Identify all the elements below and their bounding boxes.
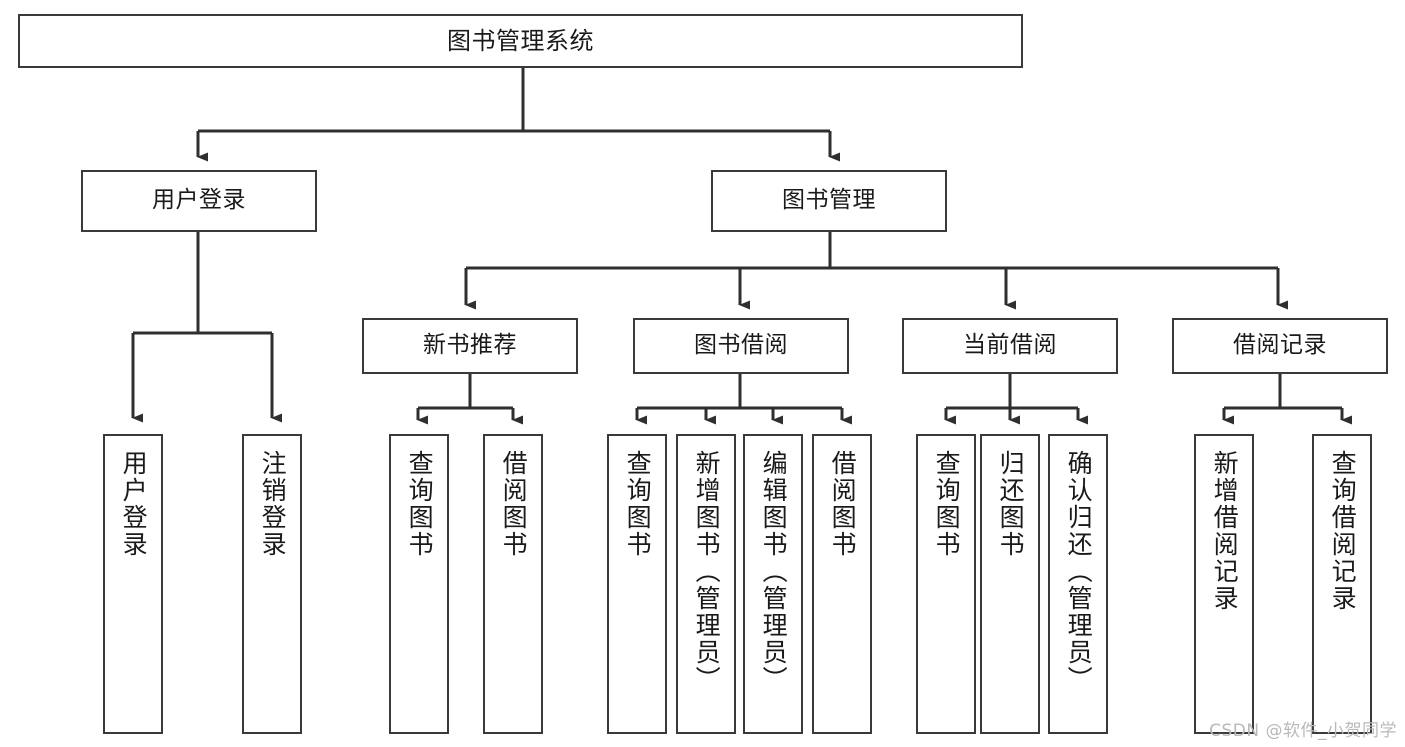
node-root[interactable]: 图书管理系统	[18, 14, 1023, 68]
leaf-query-book-1[interactable]: 查询图书	[389, 434, 449, 734]
leaf-query-book-2-label: 查询图书	[623, 450, 653, 558]
leaf-return-book[interactable]: 归还图书	[980, 434, 1040, 734]
leaf-query-record[interactable]: 查询借阅记录	[1312, 434, 1372, 734]
leaf-query-book-2[interactable]: 查询图书	[607, 434, 667, 734]
leaf-query-record-label: 查询借阅记录	[1328, 450, 1358, 612]
node-root-label: 图书管理系统	[447, 26, 594, 55]
leaf-borrow-book-2[interactable]: 借阅图书	[812, 434, 872, 734]
leaf-query-book-1-label: 查询图书	[405, 450, 435, 558]
leaf-add-record[interactable]: 新增借阅记录	[1194, 434, 1254, 734]
leaf-logout-login-label: 注销登录	[258, 450, 288, 558]
leaf-confirm-return-label: 确认归还（管理员）	[1064, 450, 1094, 693]
node-book-management[interactable]: 图书管理	[711, 170, 947, 232]
node-current-borrow-label: 当前借阅	[963, 332, 1057, 359]
node-user-login[interactable]: 用户登录	[81, 170, 317, 232]
leaf-edit-book[interactable]: 编辑图书（管理员）	[743, 434, 803, 734]
leaf-user-login[interactable]: 用户登录	[103, 434, 163, 734]
leaf-edit-book-label: 编辑图书（管理员）	[759, 450, 789, 693]
leaf-query-book-3[interactable]: 查询图书	[916, 434, 976, 734]
leaf-logout-login[interactable]: 注销登录	[242, 434, 302, 734]
node-borrow-record[interactable]: 借阅记录	[1172, 318, 1388, 374]
leaf-borrow-book-1[interactable]: 借阅图书	[483, 434, 543, 734]
leaf-borrow-book-1-label: 借阅图书	[499, 450, 529, 558]
node-user-login-label: 用户登录	[152, 187, 246, 214]
node-new-book-recommend[interactable]: 新书推荐	[362, 318, 578, 374]
leaf-add-book[interactable]: 新增图书（管理员）	[676, 434, 736, 734]
node-new-book-recommend-label: 新书推荐	[423, 332, 517, 359]
node-book-borrow[interactable]: 图书借阅	[633, 318, 849, 374]
leaf-return-book-label: 归还图书	[996, 450, 1026, 558]
node-borrow-record-label: 借阅记录	[1233, 332, 1327, 359]
leaf-add-record-label: 新增借阅记录	[1210, 450, 1240, 612]
leaf-confirm-return[interactable]: 确认归还（管理员）	[1048, 434, 1108, 734]
leaf-user-login-label: 用户登录	[119, 450, 149, 558]
node-current-borrow[interactable]: 当前借阅	[902, 318, 1118, 374]
leaf-add-book-label: 新增图书（管理员）	[692, 450, 722, 693]
leaf-query-book-3-label: 查询图书	[932, 450, 962, 558]
leaf-borrow-book-2-label: 借阅图书	[828, 450, 858, 558]
node-book-borrow-label: 图书借阅	[694, 332, 788, 359]
node-book-management-label: 图书管理	[782, 187, 876, 214]
